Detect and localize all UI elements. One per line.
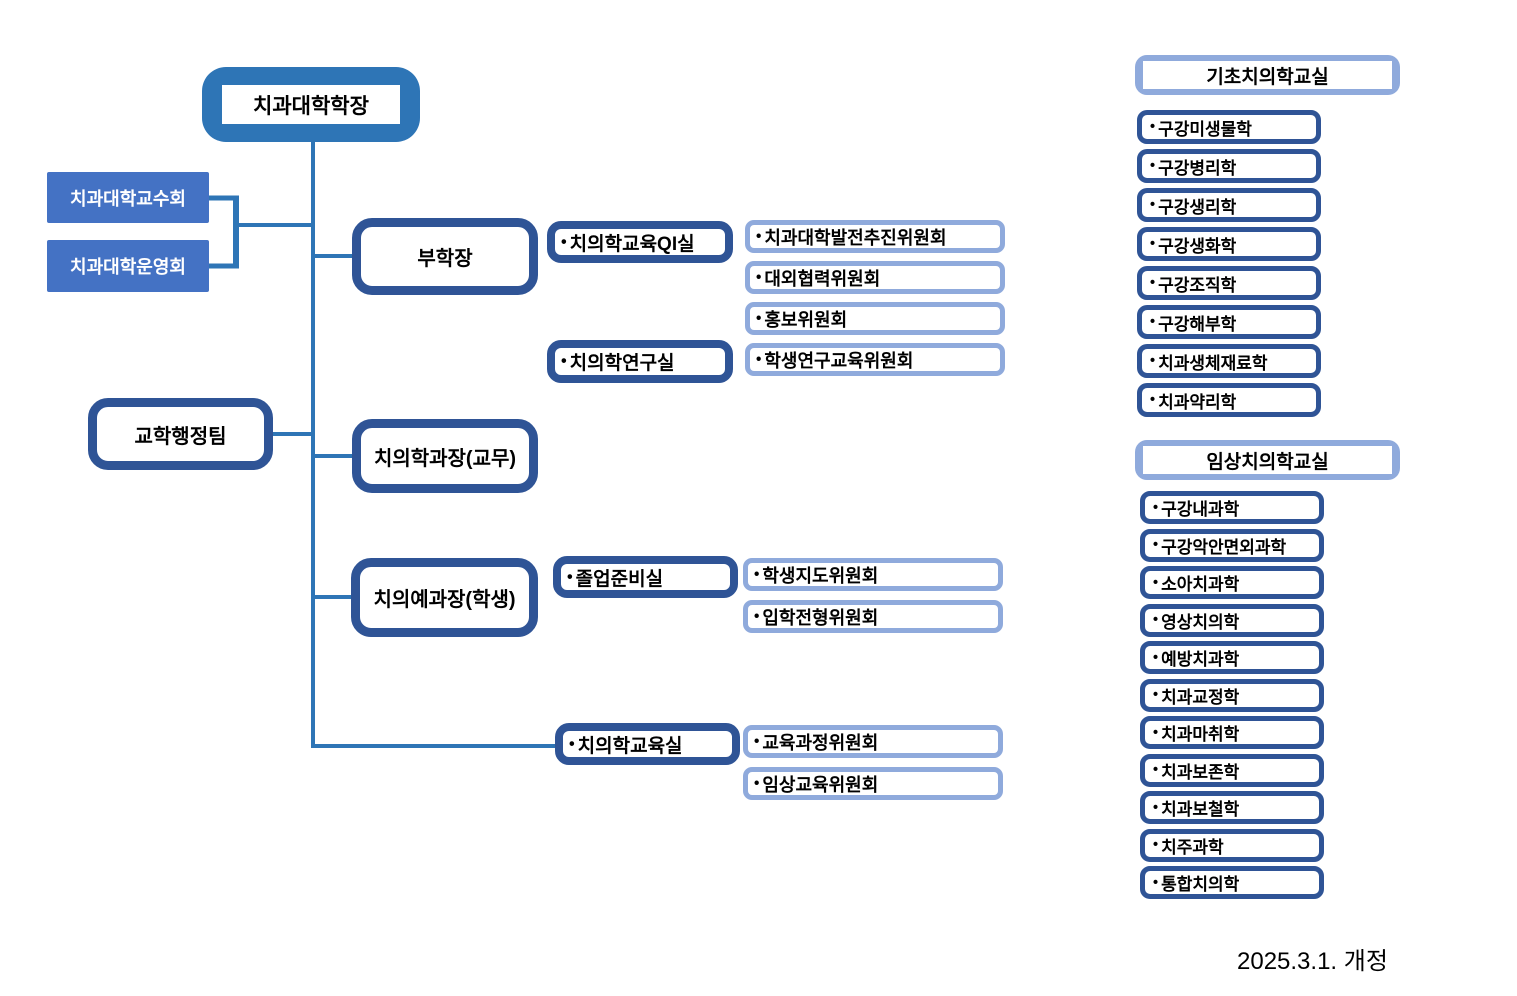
dept-box: 구강생리학 [1137, 188, 1321, 222]
dept-box: 치과약리학 [1137, 383, 1321, 417]
chair-predental-box: 치의예과장(학생) [351, 558, 538, 637]
dept-box: 치과교정학 [1140, 678, 1324, 712]
committee-box: 치과대학발전추진위원회 [745, 220, 1005, 253]
steering-council-box: 치과대학운영회 [47, 240, 209, 292]
dept-box: 치주과학 [1140, 828, 1324, 862]
dept-box: 영상치의학 [1140, 603, 1324, 637]
office-education-box: 치의학교육실 [555, 723, 740, 765]
admin-team-box: 교학행정팀 [88, 398, 273, 470]
dept-box: 예방치과학 [1140, 641, 1324, 674]
main-trunk-line [311, 142, 556, 748]
revision-note: 2025.3.1. 개정 [1237, 948, 1388, 975]
dept-box: 치과보철학 [1140, 791, 1324, 824]
basic-dept-list: 구강미생물학구강병리학구강생리학구강생화학구강조직학구강해부학치과생체재료학치과… [1137, 110, 1321, 417]
qi-committee-group: 치과대학발전추진위원회대외협력위원회홍보위원회 [745, 220, 1005, 335]
dept-box: 치과생체재료학 [1137, 344, 1321, 378]
office-qi-box: 치의학교육QI실 [547, 221, 733, 263]
clinical-dept-header-label: 임상치의학교실 [1143, 446, 1392, 474]
committee-box: 학생연구교육위원회 [745, 343, 1005, 376]
committee-box: 홍보위원회 [745, 302, 1005, 335]
education-committee-group: 교육과정위원회임상교육위원회 [743, 725, 1003, 800]
office-graduation-box: 졸업준비실 [553, 556, 738, 598]
dept-box: 구강미생물학 [1137, 110, 1321, 144]
committee-box: 학생지도위원회 [743, 558, 1003, 591]
dean-box: 치과대학학장 [202, 67, 420, 142]
faculty-council-box: 치과대학교수회 [47, 172, 209, 223]
committee-box: 임상교육위원회 [743, 767, 1003, 800]
dept-box: 소아치과학 [1140, 566, 1324, 599]
office-research-box: 치의학연구실 [547, 340, 733, 383]
dept-box: 구강해부학 [1137, 305, 1321, 339]
dean-label: 치과대학학장 [222, 85, 400, 124]
committee-box: 입학전형위원회 [743, 600, 1003, 633]
graduation-committee-group: 학생지도위원회입학전형위원회 [743, 558, 1003, 633]
dept-box: 구강조직학 [1137, 266, 1321, 300]
dept-box: 치과보존학 [1140, 753, 1324, 787]
committee-box: 대외협력위원회 [745, 261, 1005, 294]
vice-dean-box: 부학장 [352, 218, 538, 295]
clinical-dept-header: 임상치의학교실 [1135, 440, 1400, 480]
chair-dentistry-box: 치의학과장(교무) [352, 419, 538, 493]
dept-box: 구강악안면외과학 [1140, 528, 1324, 562]
clinical-dept-list: 구강내과학구강악안면외과학소아치과학영상치의학예방치과학치과교정학치과마취학치과… [1140, 491, 1324, 899]
dept-box: 치과마취학 [1140, 716, 1324, 749]
dept-box: 구강병리학 [1137, 149, 1321, 183]
dept-box: 통합치의학 [1140, 866, 1324, 899]
research-committee-group: 학생연구교육위원회 [745, 343, 1005, 376]
dept-box: 구강생화학 [1137, 227, 1321, 261]
basic-dept-header-label: 기초치의학교실 [1143, 61, 1392, 89]
committee-box: 교육과정위원회 [743, 725, 1003, 758]
dept-box: 구강내과학 [1140, 491, 1324, 524]
basic-dept-header: 기초치의학교실 [1135, 55, 1400, 95]
